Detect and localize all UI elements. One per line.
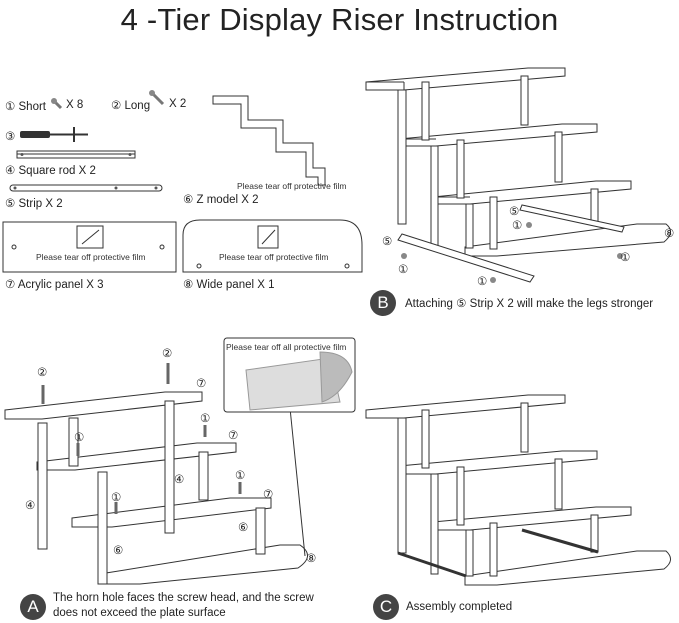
step-b-label: ⑧ [664, 228, 675, 240]
step-a-label: ② [37, 367, 48, 379]
step-b-label: ① [620, 252, 631, 264]
step-a-label: ⑦ [196, 378, 207, 390]
step-a-label: ① [235, 470, 246, 482]
step-b-label: ⑤ [382, 236, 393, 248]
long-screw-icon [149, 90, 165, 106]
step-a-label: ④ [174, 474, 185, 486]
step-b-label: ① [477, 276, 488, 288]
step-b-drawing [365, 67, 671, 283]
step-b-label: ① [398, 264, 409, 276]
short-screw-label: ① Short [5, 101, 46, 113]
screwdriver-icon [20, 127, 88, 142]
step-b-label: ① [512, 220, 523, 232]
step-a-label: ⑦ [263, 489, 274, 501]
step-a-label: ① [200, 413, 211, 425]
step-c-caption: Assembly completed [406, 601, 513, 613]
z-model-note: Please tear off protective film [237, 181, 347, 191]
step-b-badge: B [370, 290, 396, 316]
step-a-drawing [4, 337, 356, 585]
step-a-caption-line2: does not exceed the plate surface [53, 607, 226, 619]
step-a-label: ⑥ [238, 522, 249, 534]
step-a-label: ① [74, 432, 85, 444]
square-rod-drawing [16, 150, 136, 159]
step-a-label: ① [111, 492, 122, 504]
step-b-label: ⑤ [509, 206, 520, 218]
short-screw-icon [51, 98, 63, 110]
square-rod-label: ④ Square rod X 2 [5, 165, 96, 177]
step-a-label: ⑥ [113, 545, 124, 557]
step-c-drawing [365, 394, 671, 586]
long-screw-qty: X 2 [169, 98, 187, 110]
step-c-badge: C [373, 594, 399, 620]
screwdriver-label: ③ [5, 131, 16, 143]
inset-note: Please tear off all protective film [226, 342, 347, 352]
strip-label: ⑤ Strip X 2 [5, 198, 63, 210]
page-title: 4 -Tier Display Riser Instruction [120, 2, 559, 37]
wide-panel-note: Please tear off protective film [219, 252, 329, 262]
strip-drawing [9, 184, 163, 192]
acrylic-panel-note: Please tear off protective film [36, 252, 146, 262]
step-a-label: ⑦ [228, 430, 239, 442]
short-screw-qty: X 8 [66, 99, 84, 111]
wide-panel-label: ⑧ Wide panel X 1 [183, 279, 275, 291]
step-b-caption: Attaching ⑤ Strip X 2 will make the legs… [405, 298, 654, 310]
acrylic-panel-drawing [2, 221, 177, 273]
step-a-badge: A [20, 594, 46, 620]
step-a-caption-line1: The horn hole faces the screw head, and … [53, 592, 314, 604]
long-screw-label: ② Long [111, 100, 151, 112]
acrylic-panel-label: ⑦ Acrylic panel X 3 [5, 279, 104, 291]
z-model-drawing [212, 95, 326, 186]
wide-panel-drawing [182, 219, 363, 273]
step-a-label: ⑧ [306, 553, 317, 565]
step-a-label: ④ [25, 500, 36, 512]
z-model-label: ⑥ Z model X 2 [183, 194, 259, 206]
step-a-label: ② [162, 348, 173, 360]
